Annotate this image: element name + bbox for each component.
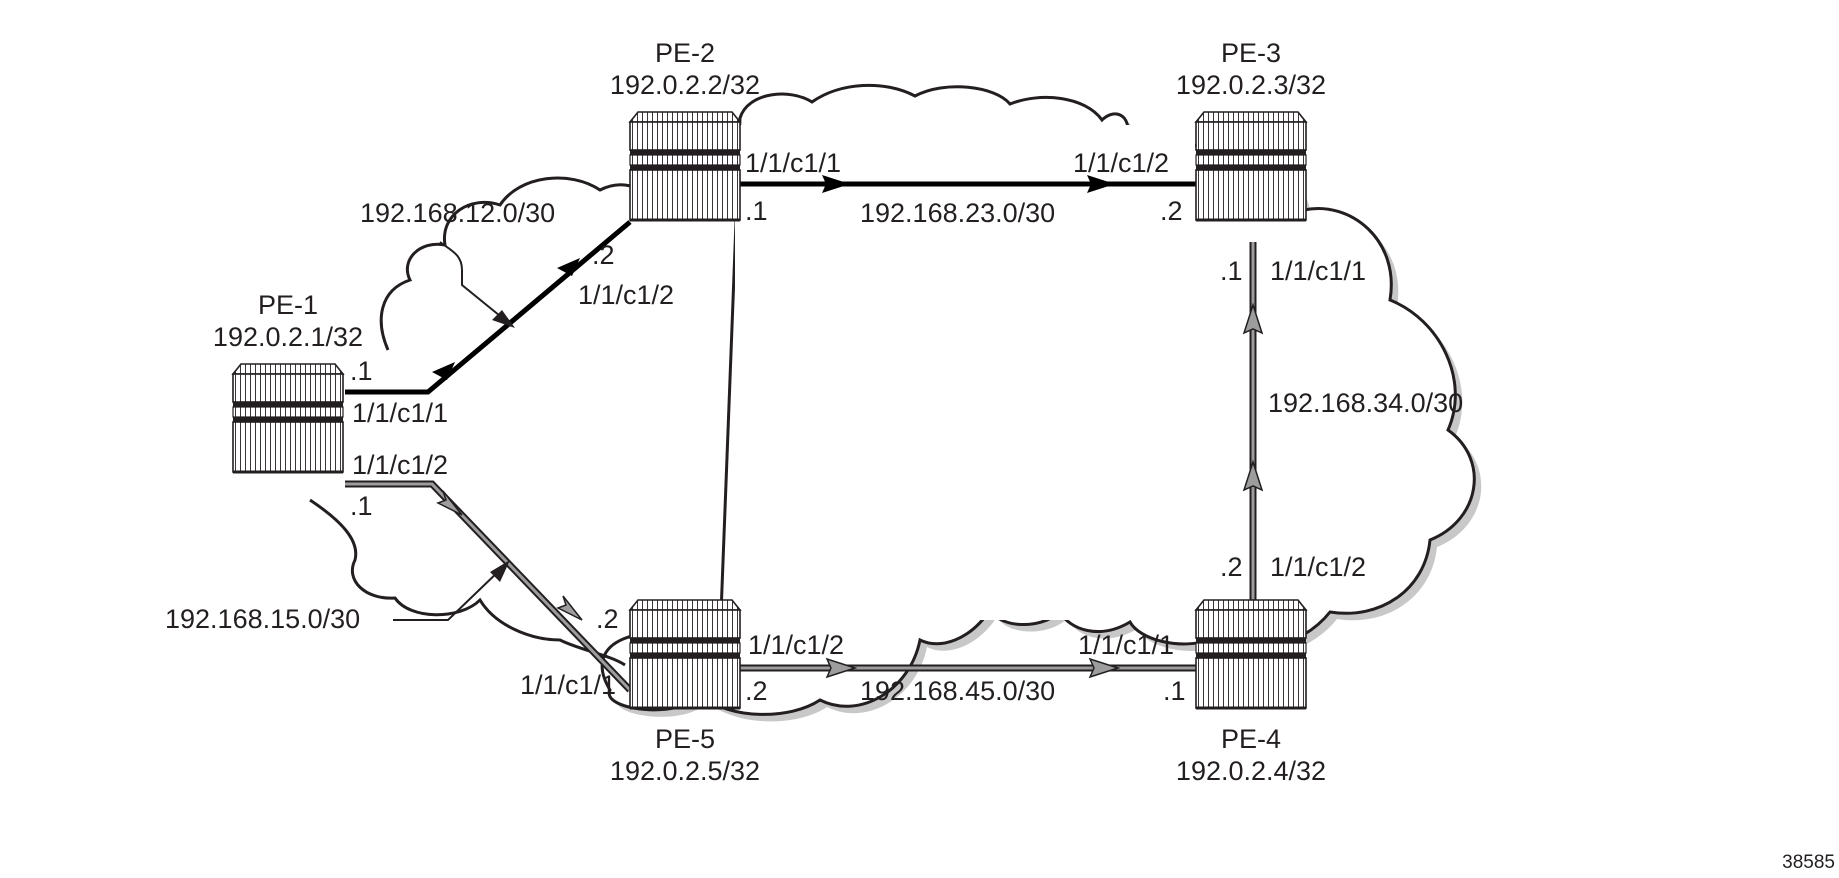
pe2-name: PE-2 (655, 38, 715, 68)
pe2-port-12: 1/1/c1/2 (578, 280, 674, 310)
pe2-port-23: 1/1/c1/1 (745, 148, 841, 178)
router-pe5 (628, 598, 742, 710)
pe4-host-34: .2 (1220, 552, 1243, 582)
pe3-name: PE-3 (1221, 38, 1281, 68)
pe2-host-12: .2 (592, 240, 615, 270)
subnet-15: 192.168.15.0/30 (165, 604, 360, 634)
pe3-host-23: .2 (1160, 196, 1183, 226)
pe1-port-12: 1/1/c1/1 (352, 398, 448, 428)
arrow-pe1-pe5-b (556, 595, 583, 621)
arrow-pe4-pe3-a (1242, 302, 1264, 335)
pe5-host-45: .2 (745, 676, 768, 706)
arrow-pe1-pe5-a (436, 490, 463, 516)
pe3-host-34: .1 (1220, 256, 1243, 286)
arrow-pe1-pe2-a (432, 362, 455, 380)
pe3-port-34: 1/1/c1/1 (1270, 256, 1366, 286)
pe2-host-23: .1 (745, 196, 768, 226)
subnet-12: 192.168.12.0/30 (360, 198, 555, 228)
pe5-name: PE-5 (655, 724, 715, 754)
arrow-pe2-pe3-a (822, 175, 850, 193)
pe5-host-15: .2 (596, 604, 619, 634)
figure-id: 38585 (1782, 852, 1835, 873)
pe1-host-12: .1 (350, 356, 373, 386)
arrow-pe5-pe4-a (825, 657, 858, 679)
arrow-pe5-pe4-b (1088, 657, 1121, 679)
pe5-port-45: 1/1/c1/2 (748, 630, 844, 660)
subnet-45: 192.168.45.0/30 (860, 676, 1055, 706)
router-pe3 (1194, 110, 1308, 222)
pe4-host-45: .1 (1163, 676, 1186, 706)
router-pe4 (1194, 598, 1308, 710)
pe1-host-15: .1 (350, 491, 373, 521)
pe4-name: PE-4 (1221, 724, 1281, 754)
pe5-address: 192.0.2.5/32 (610, 756, 760, 786)
pe1-address: 192.0.2.1/32 (213, 322, 363, 352)
arrow-pe4-pe3-b (1242, 459, 1264, 492)
subnet-34: 192.168.34.0/30 (1268, 388, 1463, 418)
pe5-port-15: 1/1/c1/1 (520, 670, 616, 700)
pe3-port-23: 1/1/c1/2 (1073, 148, 1169, 178)
router-pe2 (628, 110, 742, 222)
pe3-address: 192.0.2.3/32 (1176, 70, 1326, 100)
subnet-23: 192.168.23.0/30 (860, 198, 1055, 228)
link-pe1-pe2 (345, 220, 632, 395)
pe1-name: PE-1 (258, 290, 318, 320)
pe4-port-45: 1/1/c1/1 (1078, 630, 1174, 660)
pe4-address: 192.0.2.4/32 (1176, 756, 1326, 786)
pe1-port-15: 1/1/c1/2 (352, 450, 448, 480)
callout-pointer-12 (439, 241, 506, 321)
pe2-address: 192.0.2.2/32 (610, 70, 760, 100)
arrow-pe2-pe3-b (1087, 175, 1115, 193)
pe4-port-34: 1/1/c1/2 (1270, 552, 1366, 582)
router-pe1 (231, 362, 345, 474)
cloud-pe1-pe2 (379, 176, 652, 351)
cloud-pe1-pe5 (309, 498, 626, 667)
arrow-pe1-pe2-b (557, 258, 580, 276)
callout-pointer-15 (393, 567, 503, 621)
link-pe1-pe5 (345, 480, 633, 693)
